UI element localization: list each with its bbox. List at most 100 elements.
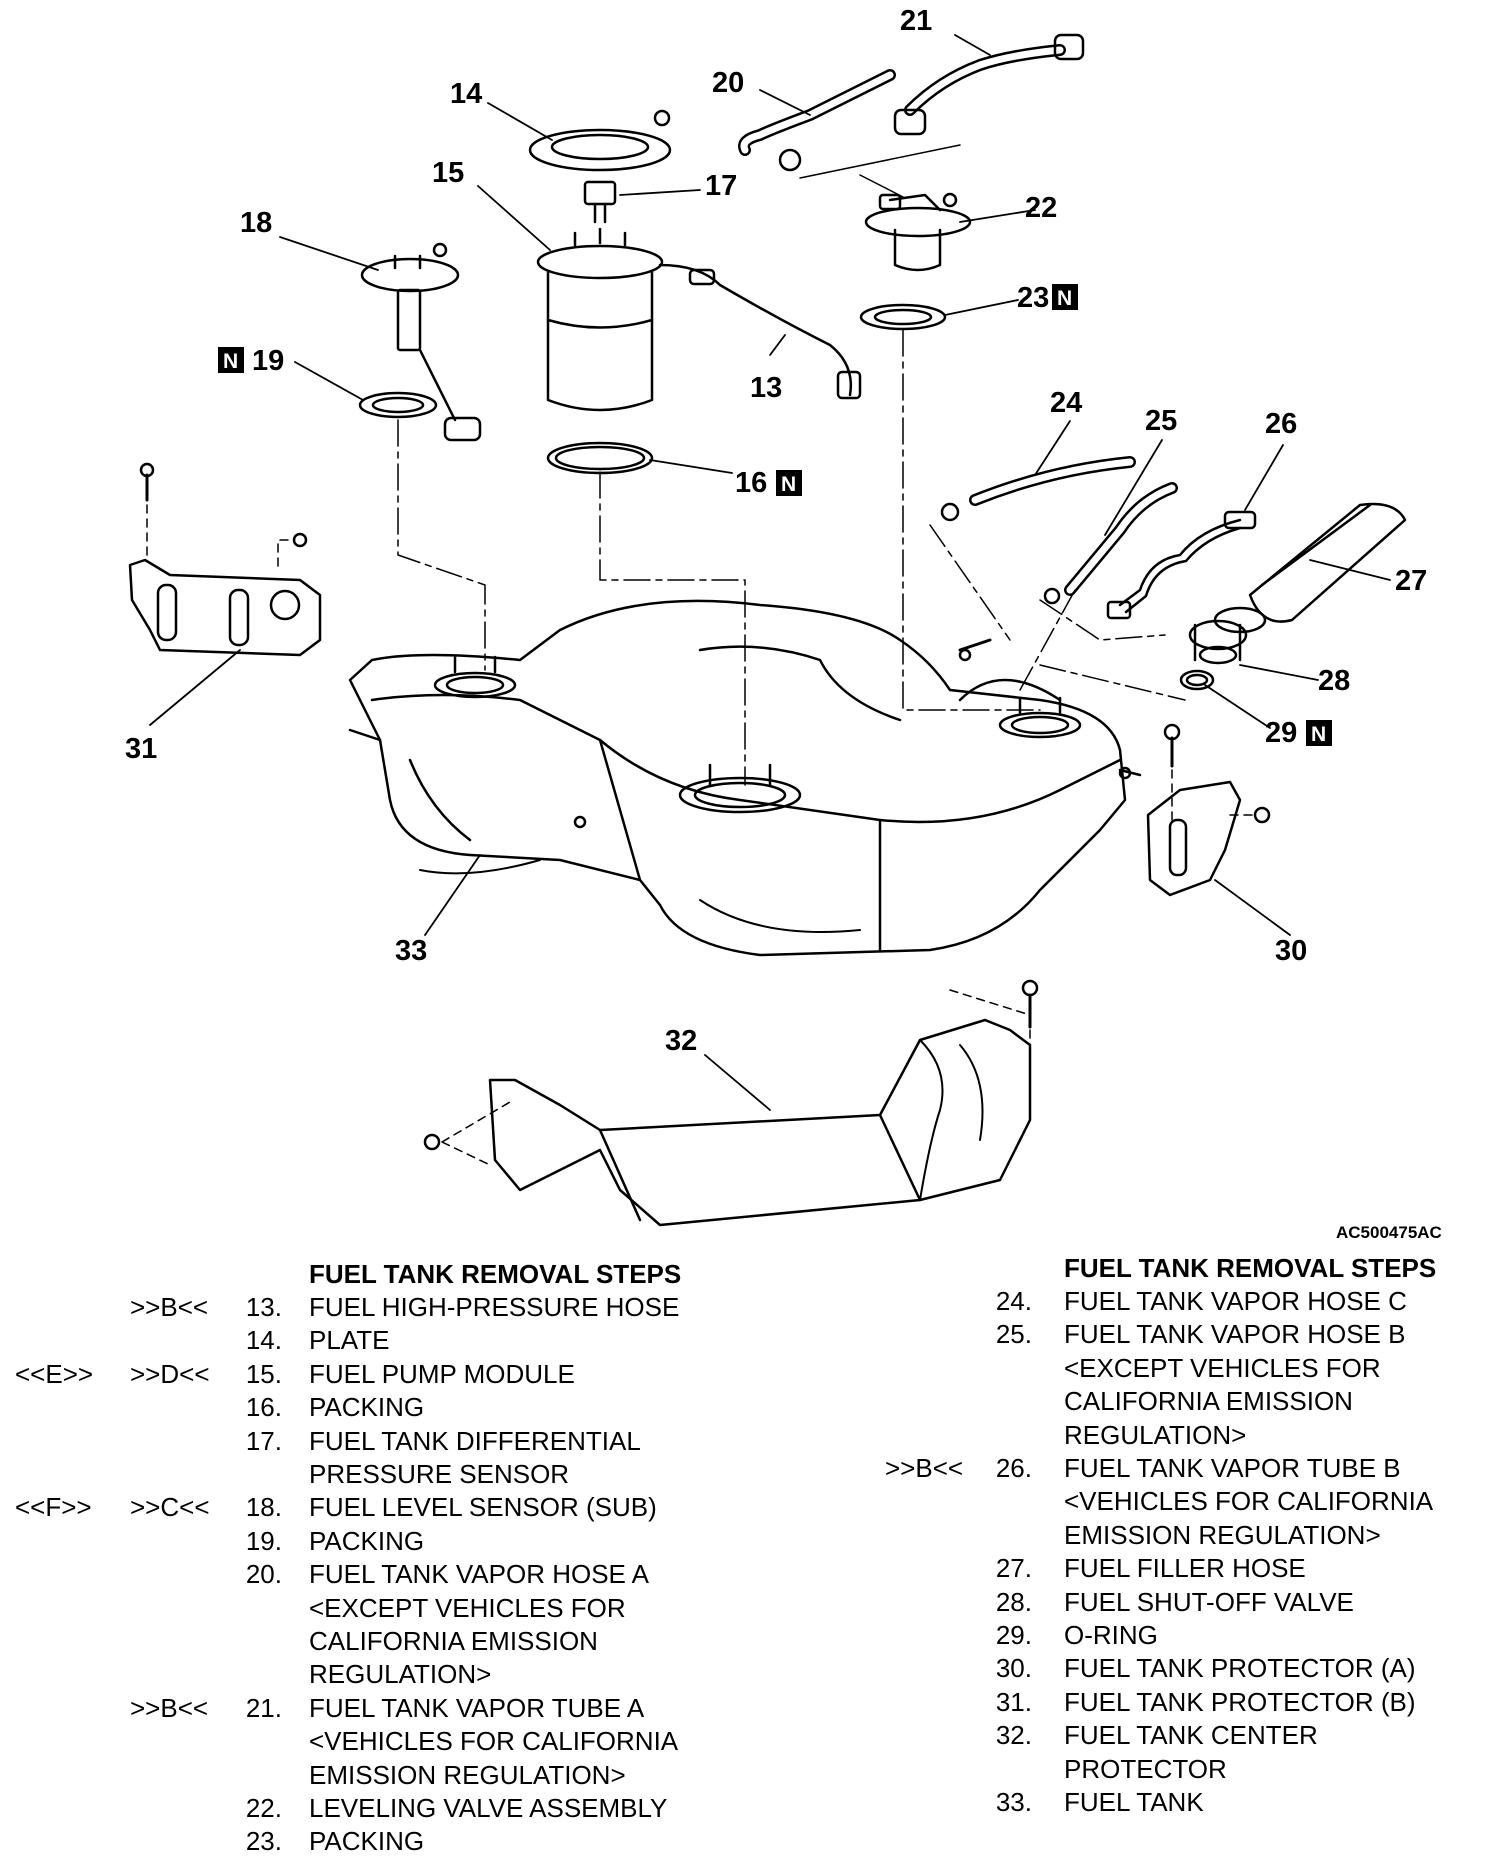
callout-28: 28 [1318, 665, 1350, 697]
step-name: FUEL HIGH-PRESSURE HOSE [309, 1292, 680, 1322]
step-item: 22.LEVELING VALVE ASSEMBLY [0, 1792, 760, 1825]
step-item: 17.FUEL TANK DIFFERENTIAL PRESSURE SENSO… [0, 1425, 760, 1492]
step-name: PACKING [309, 1826, 425, 1857]
step-number: 22. [245, 1793, 282, 1823]
step-item: 28. FUEL SHUT-OFF VALVE [870, 1586, 1500, 1619]
step-item: 25. FUEL TANK VAPOR HOSE B <EXCEPT VEHICL… [870, 1318, 1500, 1452]
step-name: FUEL TANK PROTECTOR (A) [1064, 1653, 1416, 1684]
fuel-tank-vapor-tube-b-part [1106, 510, 1257, 620]
step-number: 26. [995, 1453, 1032, 1483]
step-number: 25. [995, 1319, 1032, 1350]
step-name: PACKING [309, 1525, 425, 1556]
step-number: 31. [995, 1686, 1032, 1717]
new-part-marker-29: N [1306, 720, 1332, 746]
leveling-valve-assembly-part [799, 144, 972, 272]
step-number: 15. [245, 1358, 282, 1389]
step-item: <<E>> >>D<< 15. FUEL PUMP MODULE [0, 1358, 760, 1391]
callout-32: 32 [665, 1025, 697, 1057]
step-number: 30. [995, 1653, 1032, 1684]
step-item: >>B<< 13. FUEL HIGH-PRESSURE HOSE [0, 1291, 760, 1324]
callout-33: 33 [395, 935, 427, 967]
fuel-tank-center-protector-part [423, 979, 1039, 1227]
fuel-pump-module-part [536, 227, 862, 412]
step-name: FUEL TANK VAPOR TUBE A <VEHICLES FOR CAL… [309, 1692, 679, 1790]
new-part-marker-16: N [776, 470, 802, 496]
step-name: FUEL TANK VAPOR TUBE B <VEHICLES FOR CAL… [1064, 1453, 1434, 1550]
step-item: >>B<<21.FUEL TANK VAPOR TUBE A <VEHICLES… [0, 1692, 760, 1792]
step-item: 32. FUEL TANK CENTER PROTECTOR [870, 1719, 1500, 1786]
removal-steps-title: FUEL TANK REMOVAL STEPS [1064, 1253, 1437, 1283]
installation-note: <<E>> [15, 1358, 94, 1389]
step-number: 23. [245, 1826, 282, 1857]
step-item: 24. FUEL TANK VAPOR HOSE C [870, 1285, 1500, 1318]
step-name: FUEL TANK VAPOR HOSE C [1064, 1286, 1407, 1316]
removal-note: >>B<< [130, 1692, 209, 1723]
step-item: 23. PACKING [0, 1825, 760, 1858]
removal-note: >>B<< [885, 1453, 964, 1483]
step-name: FUEL TANK PROTECTOR (B) [1064, 1686, 1416, 1717]
svg-text:N: N [1311, 723, 1326, 746]
step-name: FUEL SHUT-OFF VALVE [1064, 1586, 1354, 1617]
step-name: FUEL TANK VAPOR HOSE B <EXCEPT VEHICLES … [1064, 1319, 1406, 1450]
step-item: 27.FUEL FILLER HOSE [870, 1552, 1500, 1585]
callout-24: 24 [1050, 387, 1082, 419]
step-number: 24. [995, 1286, 1032, 1316]
step-name: FUEL TANK [1064, 1787, 1204, 1817]
removal-note: >>D<< [130, 1358, 210, 1389]
step-item: 30. FUEL TANK PROTECTOR (A) [870, 1652, 1500, 1685]
step-number: 20. [245, 1559, 282, 1590]
step-number: 17. [245, 1425, 282, 1456]
step-number: 32. [995, 1720, 1032, 1751]
packing-23-part [859, 303, 947, 331]
installation-note: <<F>> [15, 1492, 92, 1523]
callout-15: 15 [432, 157, 464, 189]
plate-part [528, 109, 672, 172]
callout-13: 13 [750, 372, 782, 404]
step-number: 13. [245, 1292, 282, 1322]
callout-29: 29 [1265, 717, 1297, 749]
o-ring-part [1179, 669, 1215, 691]
step-name: FUEL FILLER HOSE [1064, 1553, 1306, 1584]
fuel-tank-vapor-hose-b-part [1043, 482, 1178, 605]
step-name: FUEL PUMP MODULE [309, 1358, 575, 1389]
figure-reference-code: AC500475AC [1336, 1223, 1442, 1242]
svg-text:N: N [1057, 287, 1072, 310]
callout-22: 22 [1025, 192, 1057, 224]
fuel-tank-protector-a-part [1146, 723, 1271, 897]
step-item: >>B<< 26. FUEL TANK VAPOR TUBE B <VEHICLES… [870, 1452, 1500, 1552]
callout-18: 18 [240, 207, 272, 239]
callout-25: 25 [1145, 405, 1177, 437]
step-item: 14.PLATE [0, 1324, 760, 1357]
step-number: 14. [245, 1325, 282, 1356]
callout-27: 27 [1395, 565, 1427, 597]
step-item: 19. PACKING [0, 1525, 760, 1558]
callout-30: 30 [1275, 935, 1307, 967]
callout-31: 31 [125, 733, 157, 765]
step-number: 33. [995, 1787, 1032, 1817]
fuel-level-sensor-part [360, 242, 482, 442]
packing-19-part [358, 391, 438, 419]
step-number: 28. [995, 1586, 1032, 1617]
fuel-tank-part [348, 599, 1142, 957]
callout-26: 26 [1265, 408, 1297, 440]
step-number: 16. [245, 1392, 282, 1423]
fuel-shut-off-valve-part [1188, 606, 1267, 665]
step-number: 19. [245, 1525, 282, 1556]
step-item: 31. FUEL TANK PROTECTOR (B) [870, 1686, 1500, 1719]
svg-text:N: N [223, 350, 238, 373]
step-name: FUEL TANK VAPOR HOSE A <EXCEPT VEHICLES … [309, 1559, 650, 1690]
step-item: 20. FUEL TANK VAPOR HOSE A <EXCEPT VEHICL… [0, 1558, 760, 1692]
callout-17: 17 [705, 170, 737, 202]
fuel-tank-differential-pressure-sensor-part [583, 180, 617, 224]
removal-steps-title: FUEL TANK REMOVAL STEPS [309, 1259, 682, 1289]
step-name: FUEL TANK CENTER PROTECTOR [1064, 1720, 1318, 1784]
callout-23: 23 [1017, 282, 1049, 314]
new-part-marker-23: N [1052, 284, 1078, 310]
removal-note: >>B<< [130, 1292, 209, 1322]
step-number: 29. [995, 1620, 1032, 1650]
removal-note: >>C<< [130, 1492, 210, 1523]
callout-16: 16 [735, 467, 767, 499]
removal-steps-right: FUEL TANK REMOVAL STEPS 24. FUEL TANK VAP… [870, 1252, 1500, 1852]
step-item: 33. FUEL TANK [870, 1786, 1500, 1819]
step-name: O-RING [1064, 1620, 1158, 1650]
